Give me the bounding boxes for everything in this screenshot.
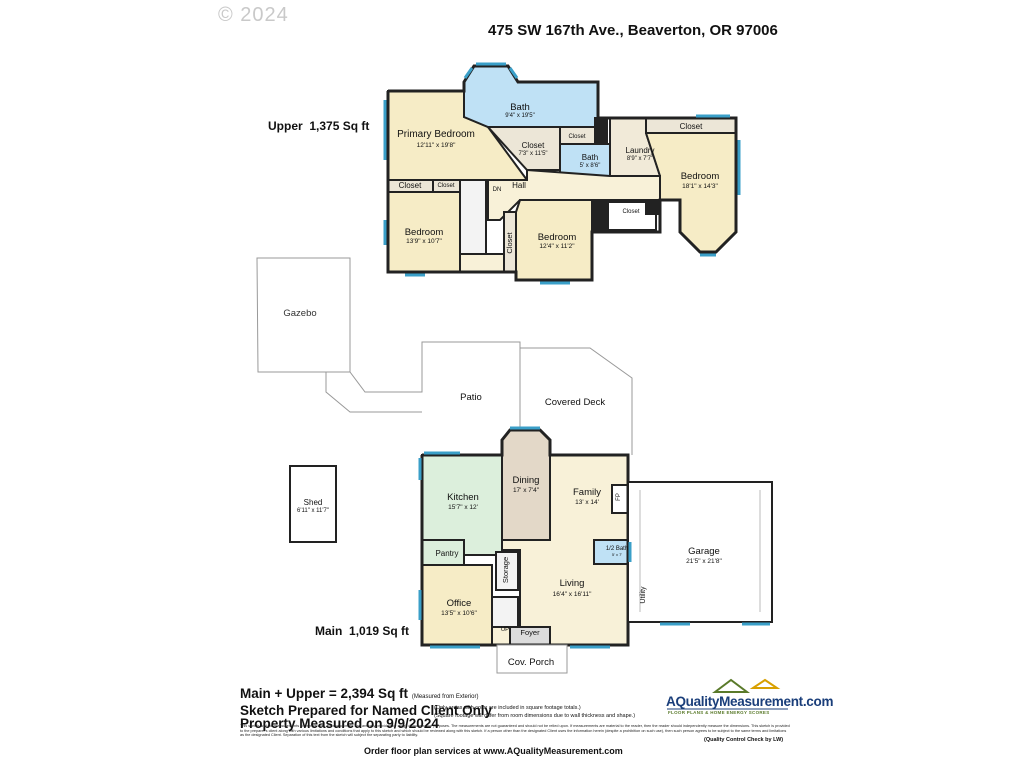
main-floor — [421, 429, 641, 646]
room-storage — [495, 551, 519, 591]
text-rooms-bedroom-left-name: Bedroom — [405, 227, 444, 238]
company-logo-name: AQualityMeasurement.com — [666, 694, 834, 709]
text-rooms-bath-upper-name: Bath — [510, 102, 530, 113]
text-rooms-half-bath-dim: 5' x 7' — [612, 552, 622, 557]
company-logo-tagline: FLOOR PLANS & HOME ENERGY SCORES — [668, 710, 770, 715]
text-rooms-family-dim: 13' x 14' — [575, 499, 599, 506]
text-rooms-foyer-name: Foyer — [520, 628, 540, 637]
company-logo-icon — [667, 678, 788, 710]
text-rooms-primary-bedroom-dim: 12'11" x 19'8" — [417, 142, 456, 149]
text-rooms-shed-dim: 6'11" x 11'7" — [297, 508, 329, 514]
stairs-upper — [459, 179, 487, 255]
hall-lower-left — [459, 253, 505, 273]
text-rooms-bedroom-middle-name: Bedroom — [538, 232, 577, 243]
text-rooms-garage-dim: 21'5" x 21'8" — [686, 558, 722, 565]
text-rooms-closet-left-1-name: Closet — [399, 181, 422, 190]
text-rooms-laundry-dim: 8'9" x 7'7" — [627, 156, 653, 162]
stairs-main — [491, 596, 519, 628]
text-rooms-office-dim: 13'5" x 10'6" — [441, 610, 477, 617]
text-rooms-bedroom-right-dim: 18'1" x 14'3" — [682, 183, 718, 190]
text-rooms-closet-vertical-name: Closet — [505, 231, 514, 253]
total-note: (Measured from Exterior) — [411, 694, 479, 700]
text-rooms-fp-name: FP — [616, 493, 622, 501]
text-rooms-gazebo-name: Gazebo — [283, 308, 316, 319]
text-rooms-storage-name: Storage — [501, 557, 510, 583]
text-rooms-office-name: Office — [447, 598, 472, 609]
shed-outline — [289, 465, 337, 543]
room-pantry — [421, 539, 465, 566]
patio-path — [325, 372, 422, 413]
text-rooms-covered-deck-name: Covered Deck — [545, 397, 605, 408]
footer-summary: Main + Upper = 2,394 Sq ft (Measured fro… — [240, 686, 493, 731]
text-rooms-cov-porch-name: Cov. Porch — [508, 657, 554, 668]
text-rooms-laundry-name: Laundry — [626, 146, 655, 155]
text-rooms-bath-hall-name: Bath — [582, 153, 598, 162]
disclaimer-fine-print: This sketch and the measurements shown h… — [240, 724, 790, 738]
upper-floor — [387, 65, 737, 281]
text-rooms-dining-dim: 17' x 7'4" — [513, 487, 540, 494]
text-rooms-bedroom-right-name: Bedroom — [681, 171, 720, 182]
text-rooms-closet-left-2-name: Closet — [437, 183, 454, 189]
label-primary-bedroom: Primary Bedroom — [397, 129, 475, 140]
text-rooms-kitchen-name: Kitchen — [447, 492, 479, 503]
quality-check-note: (Quality Control Check by LW) — [704, 737, 784, 743]
upper-windows — [383, 62, 741, 285]
main-windows — [418, 426, 770, 649]
black-wall-block-3 — [645, 199, 661, 215]
difference-note: (Square footage will differ from room di… — [434, 713, 636, 719]
text-rooms-utility-name: Utility — [640, 586, 647, 604]
text-rooms-closet-top-right-name: Closet — [680, 122, 703, 131]
upper-level-label: Upper 1,375 Sq ft — [268, 119, 370, 133]
text-rooms-living-name: Living — [560, 578, 585, 589]
patio-outline — [326, 341, 521, 455]
text-rooms-hall-name: Hall — [512, 181, 526, 190]
text-rooms-patio-name: Patio — [460, 392, 482, 403]
text-rooms-up-name: UP — [501, 627, 509, 633]
text-rooms-garage-name: Garage — [688, 546, 720, 557]
porch-outline — [496, 644, 568, 674]
room-labels: Primary Bedroom 12'11" x 19'8" Bath 9'4"… — [283, 102, 722, 668]
copyright-watermark: © 2024 — [218, 4, 289, 26]
text-rooms-closet-primary-name: Closet — [522, 141, 545, 150]
color-note: (Only areas with color are included in s… — [434, 705, 581, 711]
text-rooms-closet-small-1-name: Closet — [568, 134, 585, 140]
total-area: Main + Upper = 2,394 Sq ft — [240, 686, 409, 701]
client-note: Sketch Prepared for Named Client Only — [240, 703, 493, 718]
text-rooms-bedroom-left-dim: 13'9" x 10'7" — [406, 238, 442, 245]
text-rooms-bath-hall-dim: 5' x 8'6" — [580, 163, 601, 169]
text-rooms-pantry-name: Pantry — [435, 549, 458, 558]
garage-outline — [627, 481, 773, 623]
text-rooms-kitchen-dim: 15'7" x 12' — [448, 504, 478, 511]
text-rooms-closet-primary-dim: 7'3" x 11'5" — [518, 151, 547, 157]
text-rooms-living-dim: 16'4" x 16'11" — [553, 591, 592, 598]
text-rooms-half-bath-name: 1/2 Bath — [606, 546, 628, 552]
text-rooms-dn-name: DN — [493, 187, 502, 193]
text-rooms-dining-name: Dining — [513, 475, 540, 486]
covered-deck-outline — [520, 347, 633, 455]
black-wall-block — [594, 117, 608, 145]
main-level-label: Main 1,019 Sq ft — [315, 624, 410, 638]
room-office — [421, 564, 493, 646]
property-address: 475 SW 167th Ave., Beaverton, OR 97006 — [488, 22, 778, 39]
black-wall-block-2 — [592, 199, 609, 231]
order-link[interactable]: Order floor plan services at www.AQualit… — [364, 746, 623, 756]
measured-date: Property Measured on 9/9/2024 — [240, 716, 439, 731]
upper-outline — [386, 64, 738, 282]
text-rooms-shed-name: Shed — [304, 498, 323, 507]
text-rooms-bedroom-middle-dim: 12'4" x 11'2" — [539, 243, 575, 250]
text-rooms-closet-right-small-name: Closet — [622, 209, 639, 215]
text-rooms-family-name: Family — [573, 487, 601, 498]
text-rooms-bath-upper-dim: 9'4" x 19'5" — [505, 113, 535, 119]
